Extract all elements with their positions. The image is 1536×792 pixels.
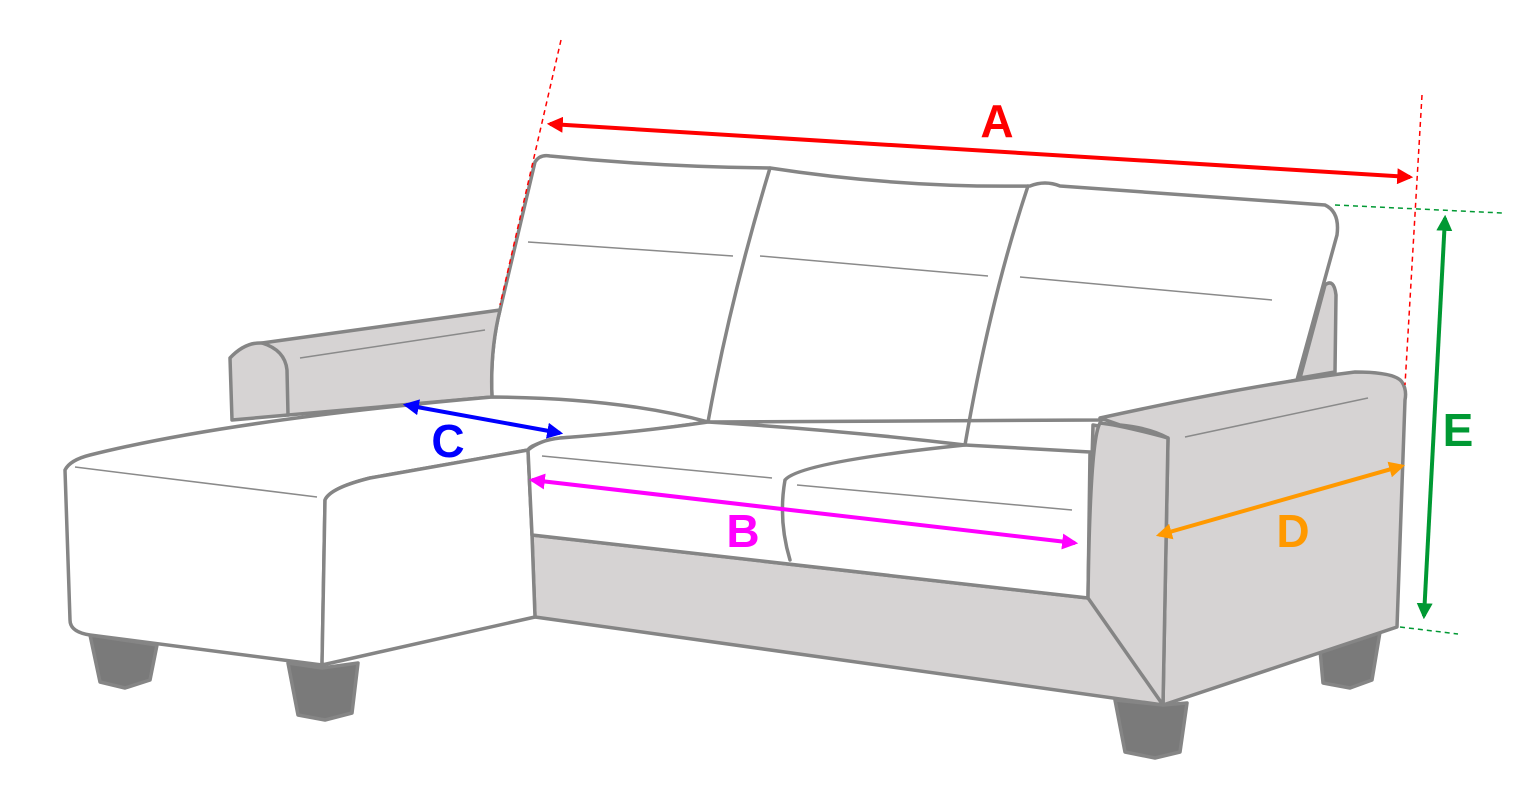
back-cushion-divider-1 [706, 166, 772, 424]
back-seam-2 [759, 255, 989, 277]
left-arm-front [260, 341, 290, 417]
dimension-label-e: E [1443, 404, 1474, 456]
chaise-seam [74, 466, 318, 498]
dimension-arrow-a [546, 116, 1414, 185]
dimension-arrow-c [402, 399, 564, 439]
right-arm-front [1086, 421, 1170, 707]
dimension-label-c: C [431, 415, 464, 467]
leg-front-left [286, 661, 360, 722]
dimension-label-d: D [1276, 505, 1309, 557]
left-arm-seam [299, 329, 486, 359]
guide-e-bottom [1399, 626, 1459, 635]
dimension-arrow-b [528, 473, 1079, 550]
dimension-label-b: B [726, 505, 759, 557]
dimension-arrow-d [1155, 461, 1406, 540]
guide-a-right [1404, 94, 1423, 386]
back-seam-1 [527, 241, 734, 257]
back-right-post [1298, 281, 1338, 380]
guide-e-top [1334, 204, 1503, 214]
leg-front-right [1113, 698, 1189, 760]
guide-a-left [499, 39, 562, 306]
back-seam-3 [1019, 276, 1273, 301]
dimension-label-a: A [980, 95, 1013, 147]
back-cushions [489, 153, 1340, 424]
right-arm-seam [1184, 397, 1369, 438]
dimension-arrow-e [1416, 214, 1453, 620]
back-cushion-divider-2 [963, 184, 1030, 447]
chaise-front-face [320, 448, 537, 667]
